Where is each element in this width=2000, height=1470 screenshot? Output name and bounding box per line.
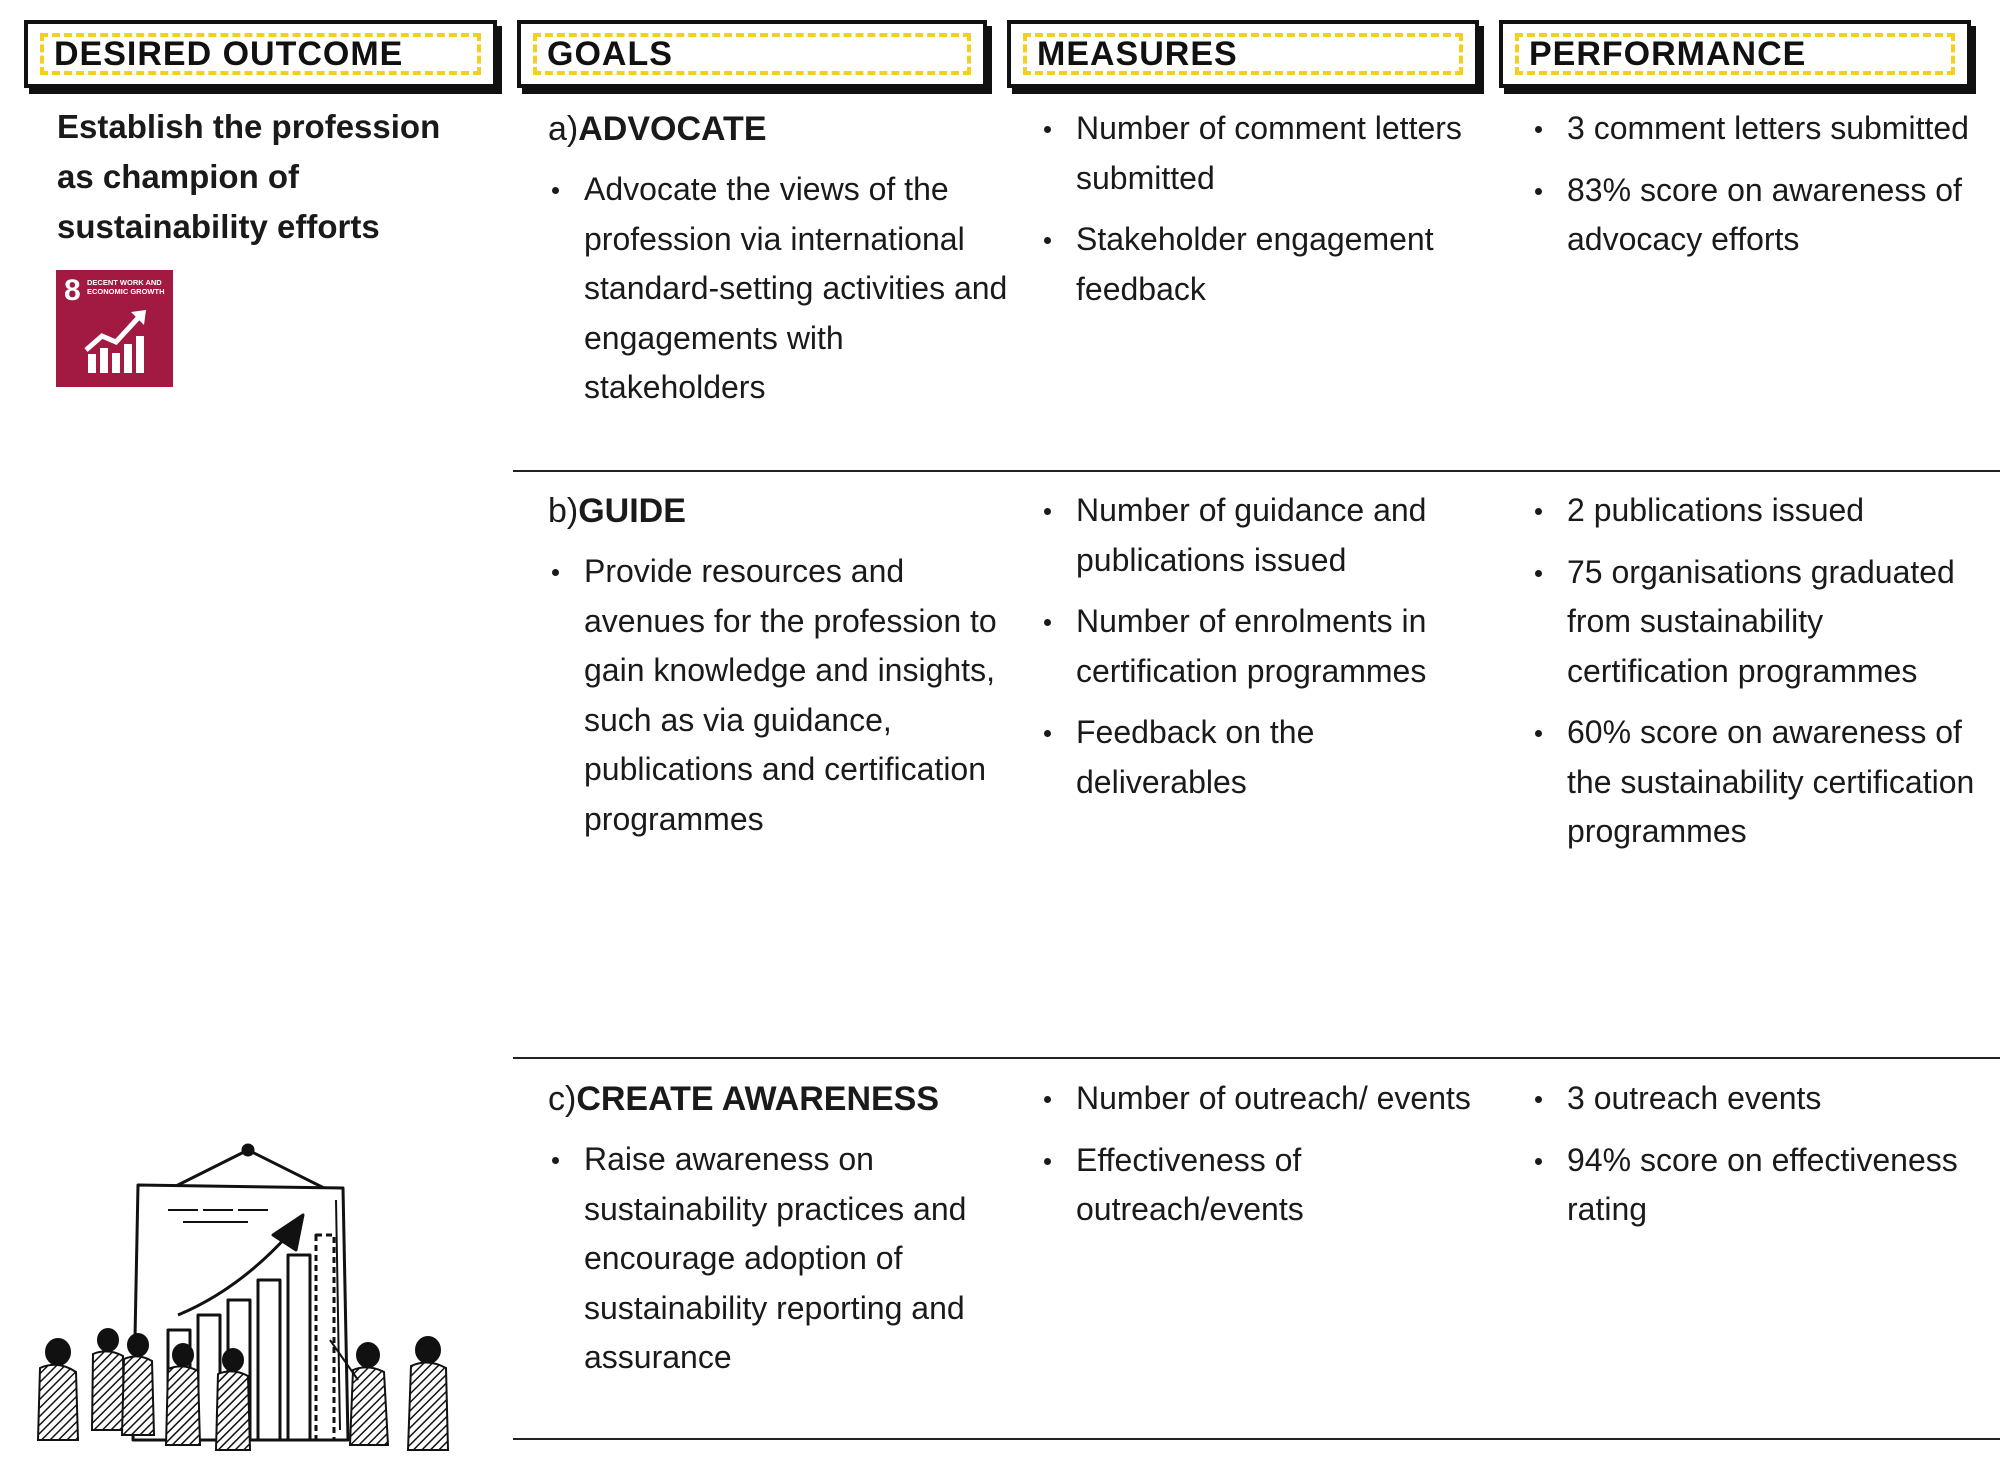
header-measures-label: MEASURES [1023,33,1463,75]
list-item: Provide resources and avenues for the pr… [548,547,1018,844]
header-desired-outcome: DESIRED OUTCOME [24,20,497,88]
sdg-number: 8 [64,274,81,307]
performance-guide: 2 publications issued 75 organisations g… [1531,486,1976,869]
sdg-label: DECENT WORK AND ECONOMIC GROWTH [87,278,165,296]
measures-guide: Number of guidance and publications issu… [1040,486,1480,819]
header-performance-label: PERFORMANCE [1515,33,1955,75]
list-item: 94% score on effectiveness rating [1531,1136,1976,1235]
header-desired-outcome-label: DESIRED OUTCOME [40,33,481,75]
growth-chart-icon [84,310,146,373]
list-item: 60% score on awareness of the sustainabi… [1531,708,1976,857]
performance-create-awareness: 3 outreach events 94% score on effective… [1531,1074,1976,1247]
list-item: 3 comment letters submitted [1531,104,1976,154]
goal-title-guide: b)GUIDE [548,486,686,536]
list-item: 83% score on awareness of advocacy effor… [1531,166,1976,265]
goal-letter: a) [548,110,579,148]
list-item: Raise awareness on sustainability practi… [548,1135,1018,1383]
list-item: Number of comment letters submitted [1040,104,1480,203]
list-item: Advocate the views of the profession via… [548,165,1018,413]
sdg-8-badge: 8 DECENT WORK AND ECONOMIC GROWTH [56,270,173,387]
row-divider-3 [513,1438,2000,1440]
header-goals: GOALS [517,20,987,88]
list-item: Stakeholder engagement feedback [1040,215,1480,314]
header-measures: MEASURES [1007,20,1479,88]
goal-title-create-awareness: c)CREATE AWARENESS [548,1074,939,1124]
list-item: Number of outreach/ events [1040,1074,1480,1124]
measures-advocate: Number of comment letters submitted Stak… [1040,104,1480,326]
goal-title-advocate: a)ADVOCATE [548,104,767,154]
performance-advocate: 3 comment letters submitted 83% score on… [1531,104,1976,277]
goal-name: ADVOCATE [578,110,767,148]
header-performance: PERFORMANCE [1499,20,1971,88]
measures-create-awareness: Number of outreach/ events Effectiveness… [1040,1074,1480,1247]
header-goals-label: GOALS [533,33,971,75]
list-item: Effectiveness of outreach/events [1040,1136,1480,1235]
row-divider-1 [513,470,2000,472]
list-item: Feedback on the deliverables [1040,708,1480,807]
list-item: 2 publications issued [1531,486,1976,536]
list-item: 75 organisations graduated from sustaina… [1531,548,1976,697]
goal-description-advocate: Advocate the views of the profession via… [548,165,1018,425]
goal-description-guide: Provide resources and avenues for the pr… [548,547,1018,856]
desired-outcome-text: Establish the profession as champion of … [57,108,441,245]
goal-letter: b) [548,492,579,530]
presentation-illustration [36,1143,450,1451]
row-divider-2 [513,1057,2000,1059]
list-item: Number of enrolments in certification pr… [1040,597,1480,696]
goal-name: GUIDE [578,492,686,530]
goal-description-create-awareness: Raise awareness on sustainability practi… [548,1135,1018,1395]
goal-letter: c) [548,1080,577,1118]
list-item: 3 outreach events [1531,1074,1976,1124]
list-item: Number of guidance and publications issu… [1040,486,1480,585]
goal-name: CREATE AWARENESS [576,1080,940,1118]
